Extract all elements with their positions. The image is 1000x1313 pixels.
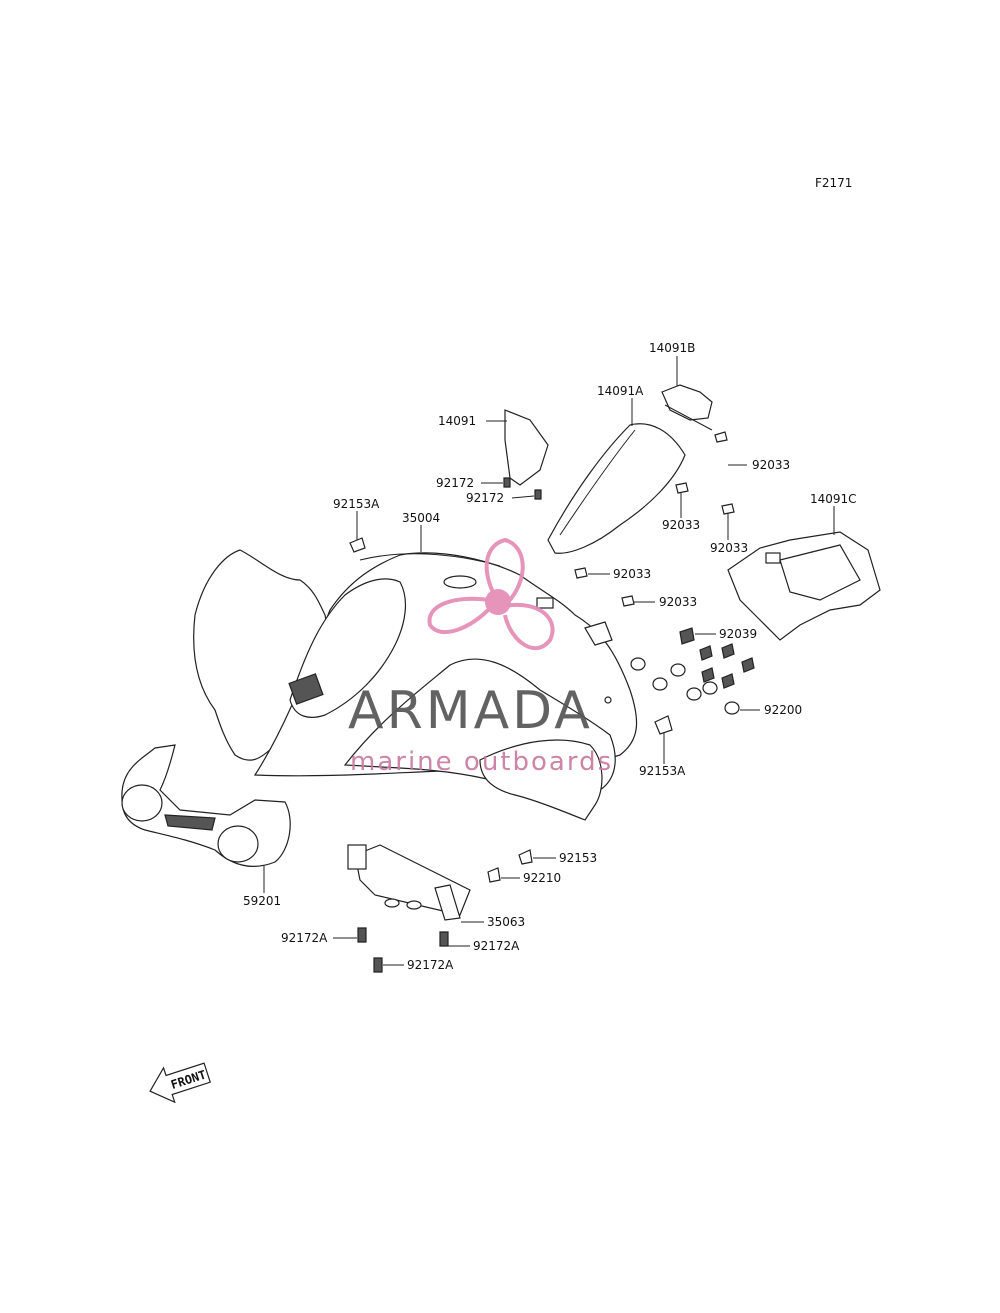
label-92210: 92210 — [523, 871, 561, 885]
front-fender-35004 — [193, 549, 638, 821]
leader-lines — [263, 356, 835, 966]
label-92033-c: 92033 — [710, 541, 748, 555]
propeller-logo-icon — [427, 537, 555, 651]
label-92033-d: 92033 — [613, 567, 651, 581]
cover-14091A — [547, 423, 686, 554]
label-92172-a: 92172 — [436, 476, 474, 490]
label-59201: 59201 — [243, 894, 281, 908]
label-92153A-top: 92153A — [333, 497, 380, 511]
label-14091: 14091 — [438, 414, 476, 428]
label-92172A-a: 92172A — [281, 931, 328, 945]
label-14091C: 14091C — [810, 492, 857, 506]
label-92153: 92153 — [559, 851, 597, 865]
headlight-housing-59201 — [121, 744, 291, 868]
figure-code: F2171 — [815, 176, 852, 190]
label-92172A-b: 92172A — [473, 939, 520, 953]
label-92033-b: 92033 — [662, 518, 700, 532]
label-35004: 35004 — [402, 511, 440, 525]
front-arrow: FRONT — [149, 1062, 211, 1104]
watermark: ARMADA marine outboards — [348, 537, 613, 777]
label-92039: 92039 — [719, 627, 757, 641]
watermark-tagline: marine outboards — [350, 747, 613, 777]
part-labels: 14091B 14091A 14091 92172 92172 92153A 3… — [243, 341, 857, 972]
hardware — [349, 431, 755, 973]
label-92033-a: 92033 — [752, 458, 790, 472]
bracket-14091B — [661, 384, 713, 431]
label-92033-e: 92033 — [659, 595, 697, 609]
label-14091A: 14091A — [597, 384, 644, 398]
label-92153A-bottom: 92153A — [639, 764, 686, 778]
label-35063: 35063 — [487, 915, 525, 929]
label-14091B: 14091B — [649, 341, 695, 355]
watermark-brand: ARMADA — [348, 681, 593, 741]
label-92200: 92200 — [764, 703, 802, 717]
bracket-35063 — [347, 844, 471, 921]
label-92172-b: 92172 — [466, 491, 504, 505]
cover-14091 — [504, 409, 549, 486]
cover-14091C — [727, 531, 881, 641]
label-92172A-c: 92172A — [407, 958, 454, 972]
